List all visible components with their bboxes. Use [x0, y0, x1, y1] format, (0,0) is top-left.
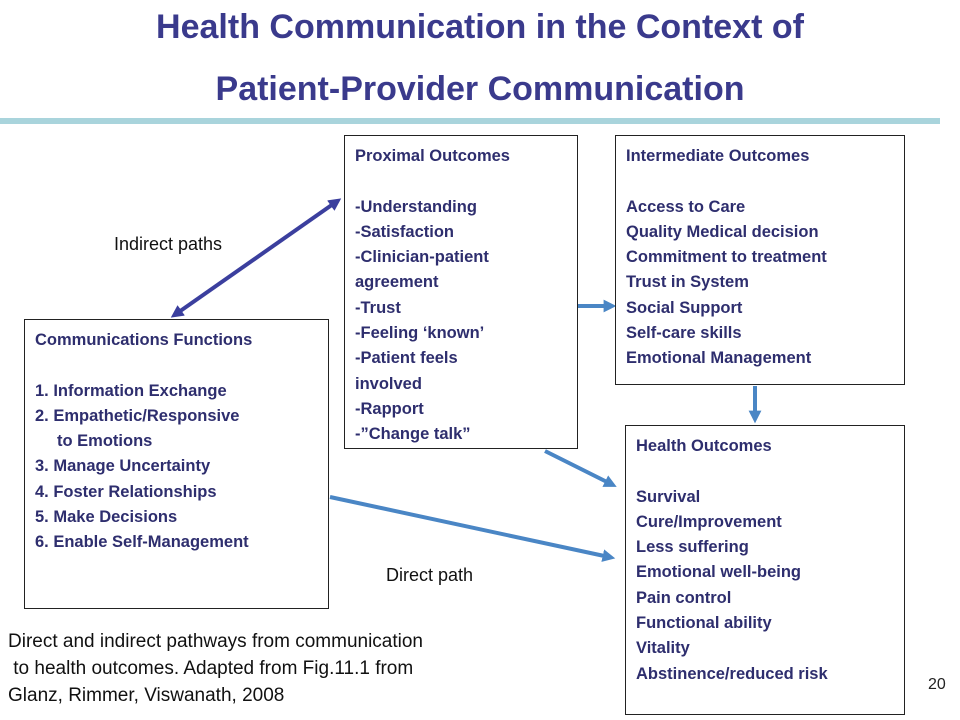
proximal-item: -Feeling ‘known’: [355, 324, 485, 343]
proximal-item: -Understanding: [355, 197, 477, 216]
figure-caption: Direct and indirect pathways from commun…: [8, 628, 423, 709]
caption-line: Glanz, Rimmer, Viswanath, 2008: [8, 685, 285, 706]
function-item: 3. Manage Uncertainty: [35, 457, 211, 476]
slide-page-number: 20: [928, 676, 946, 693]
intermediate-item: Self-care skills: [626, 324, 742, 343]
direct-path-label: Direct path: [386, 565, 474, 585]
proximal-item: involved: [355, 374, 422, 393]
caption-line: Direct and indirect pathways from commun…: [8, 631, 424, 652]
direct-path-arrow: [329, 495, 616, 562]
proximal-outcomes-heading: Proximal Outcomes: [355, 147, 510, 165]
proximal-item: agreement: [355, 273, 439, 292]
function-item: 2. Empathetic/Responsive: [35, 406, 240, 425]
intermediate-item: Emotional Management: [626, 349, 812, 368]
function-item: 5. Make Decisions: [35, 508, 178, 527]
proximal-item: -Trust: [355, 298, 401, 317]
health-outcomes-box: Health Outcomes Survival Cure/Improvemen…: [625, 425, 905, 715]
proximal-outcomes-box: Proximal Outcomes -Understanding -Satisf…: [344, 135, 578, 449]
title-divider: [0, 118, 940, 124]
function-item: 4. Foster Relationships: [35, 482, 217, 501]
proximal-item: -Satisfaction: [355, 222, 455, 241]
function-item: 6. Enable Self-Management: [35, 533, 249, 552]
caption-line: to health outcomes. Adapted from Fig.11.…: [8, 658, 414, 679]
health-item: Cure/Improvement: [636, 512, 782, 531]
proximal-item: -Rapport: [355, 399, 424, 418]
indirect-path-arrow: [170, 198, 342, 318]
proximal-to-health-arrow: [544, 449, 617, 487]
health-item: Vitality: [636, 639, 690, 658]
intermediate-item: Social Support: [626, 298, 743, 317]
intermediate-item: Trust in System: [626, 273, 749, 292]
health-outcomes-heading: Health Outcomes: [636, 437, 772, 455]
health-item: Less suffering: [636, 538, 749, 557]
health-item: Pain control: [636, 588, 732, 607]
health-item: Abstinence/reduced risk: [636, 664, 828, 683]
proximal-item: -”Change talk”: [355, 425, 471, 444]
page-title-line-2: Patient-Provider Communication: [215, 70, 745, 108]
health-item: Emotional well-being: [636, 563, 802, 582]
page-title-line-1: Health Communication in the Context of: [156, 8, 804, 46]
function-item: to Emotions: [57, 432, 153, 451]
intermediate-item: Commitment to treatment: [626, 248, 827, 267]
function-item: 1. Information Exchange: [35, 381, 227, 400]
intermediate-item: Access to Care: [626, 197, 746, 216]
intermediate-outcomes-box: Intermediate Outcomes Access to Care Qua…: [615, 135, 905, 385]
communication-functions-heading: Communications Functions: [35, 331, 253, 349]
intermediate-outcomes-heading: Intermediate Outcomes: [626, 147, 810, 165]
health-item: Survival: [636, 487, 701, 506]
communication-functions-box: Communications Functions 1. Information …: [24, 319, 329, 609]
proximal-item: -Clinician-patient: [355, 248, 489, 267]
indirect-paths-label: Indirect paths: [114, 234, 223, 254]
proximal-item: -Patient feels: [355, 349, 458, 368]
intermediate-item: Quality Medical decision: [626, 222, 819, 241]
health-item: Functional ability: [636, 614, 772, 633]
